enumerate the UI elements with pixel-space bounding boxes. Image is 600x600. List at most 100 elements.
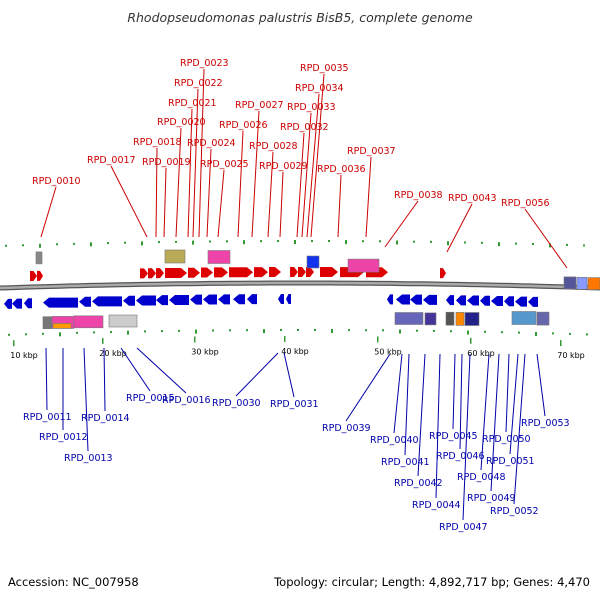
- reverse-gene-arrow: [190, 294, 202, 305]
- forward-gene-arrow: [290, 267, 298, 278]
- minor-tick-bottom: [59, 332, 61, 337]
- reverse-leader-line: [103, 347, 106, 412]
- reverse-gene-label: RPD_0014: [81, 413, 130, 424]
- forward-gene-label: RPD_0033: [287, 102, 336, 113]
- reverse-gene-arrow: [456, 295, 466, 306]
- minor-tick-top: [515, 242, 517, 245]
- reverse-leader-line: [459, 353, 463, 450]
- forward-gene-arrow: [254, 267, 268, 278]
- reverse-gene-arrow: [528, 296, 538, 307]
- forward-gene-label: RPD_0043: [448, 193, 497, 204]
- forward-gene-label: RPD_0021: [168, 98, 217, 109]
- minor-tick-bottom: [161, 330, 163, 333]
- forward-leader-line: [524, 208, 568, 269]
- minor-tick-top: [243, 240, 245, 245]
- minor-tick-bottom: [484, 330, 486, 333]
- reverse-leader-line: [452, 353, 456, 430]
- minor-tick-top: [192, 240, 194, 245]
- reverse-gene-arrow: [233, 294, 245, 305]
- forward-gene-arrow: [165, 268, 187, 279]
- reverse-gene-arrow: [136, 295, 156, 306]
- reverse-leader-line: [435, 353, 441, 499]
- reverse-gene-label: RPD_0042: [394, 478, 443, 489]
- forward-gene-arrow: [148, 268, 156, 279]
- forward-leader-line: [192, 88, 199, 238]
- reverse-gene-arrow: [387, 294, 393, 305]
- reverse-gene-label: RPD_0013: [64, 453, 113, 464]
- reverse-gene-arrow: [446, 295, 454, 306]
- feature-box: [108, 314, 138, 328]
- minor-tick-bottom: [399, 329, 401, 334]
- minor-tick-top: [90, 242, 92, 247]
- reverse-gene-label: RPD_0040: [370, 435, 419, 446]
- minor-tick-top: [328, 240, 330, 242]
- minor-tick-top: [396, 240, 398, 245]
- reverse-gene-arrow: [4, 298, 12, 309]
- minor-tick-bottom: [93, 331, 95, 334]
- major-tick: [377, 336, 379, 343]
- forward-gene-label: RPD_0010: [32, 176, 81, 187]
- reverse-gene-arrow: [43, 297, 78, 308]
- forward-leader-line: [217, 169, 225, 238]
- forward-leader-line: [310, 73, 325, 238]
- feature-box: [455, 312, 465, 326]
- minor-tick-top: [107, 242, 109, 245]
- reverse-gene-label: RPD_0048: [457, 472, 506, 483]
- scale-tick-label: 40 kbp: [281, 347, 309, 356]
- forward-gene-label: RPD_0056: [501, 198, 550, 209]
- minor-tick-bottom: [297, 329, 299, 331]
- forward-leader-line: [337, 174, 342, 238]
- forward-gene-arrow: [269, 267, 281, 278]
- minor-tick-bottom: [8, 333, 10, 336]
- minor-tick-bottom: [382, 329, 384, 332]
- reverse-gene-arrow: [491, 296, 503, 307]
- minor-tick-top: [124, 241, 126, 244]
- forward-gene-label: RPD_0029: [259, 161, 308, 172]
- minor-tick-top: [226, 240, 228, 243]
- minor-tick-bottom: [552, 332, 554, 335]
- forward-leader-line: [155, 147, 158, 238]
- reverse-leader-line: [480, 353, 490, 471]
- minor-tick-bottom: [42, 332, 44, 335]
- forward-gene-arrow: [30, 271, 37, 282]
- minor-tick-top: [566, 243, 568, 246]
- reverse-gene-arrow: [423, 294, 437, 305]
- forward-gene-arrow: [188, 267, 200, 278]
- forward-gene-arrow: [320, 267, 338, 278]
- feature-box: [464, 312, 480, 326]
- reverse-gene-label: RPD_0045: [429, 431, 478, 442]
- minor-tick-bottom: [195, 329, 197, 334]
- reverse-leader-line: [83, 347, 89, 452]
- reverse-gene-arrow: [410, 294, 422, 305]
- forward-leader-line: [365, 156, 372, 238]
- major-tick: [284, 336, 286, 342]
- scale-tick-label: 30 kbp: [191, 348, 219, 357]
- minor-tick-top: [464, 241, 466, 244]
- feature-box: [347, 258, 380, 273]
- minor-tick-top: [209, 240, 211, 243]
- feature-box: [445, 311, 455, 326]
- forward-leader-line: [206, 148, 212, 238]
- forward-gene-label: RPD_0037: [347, 146, 396, 157]
- forward-leader-line: [267, 151, 274, 238]
- minor-tick-bottom: [314, 329, 316, 331]
- forward-gene-label: RPD_0019: [142, 157, 191, 168]
- minor-tick-top: [175, 240, 177, 243]
- reverse-gene-arrow: [203, 294, 217, 305]
- forward-gene-arrow: [306, 267, 314, 278]
- minor-tick-bottom: [450, 330, 452, 333]
- reverse-gene-label: RPD_0039: [322, 423, 371, 434]
- minor-tick-top: [56, 243, 58, 246]
- forward-leader-line: [163, 167, 167, 238]
- major-tick: [470, 337, 472, 344]
- minor-tick-top: [498, 242, 500, 247]
- forward-gene-arrow: [229, 267, 253, 278]
- forward-gene-arrow: [156, 268, 164, 279]
- reverse-leader-line: [509, 353, 519, 455]
- reverse-gene-arrow: [24, 298, 32, 309]
- reverse-gene-label: RPD_0041: [381, 457, 430, 468]
- reverse-leader-line: [120, 347, 151, 392]
- forward-leader-line: [301, 112, 312, 238]
